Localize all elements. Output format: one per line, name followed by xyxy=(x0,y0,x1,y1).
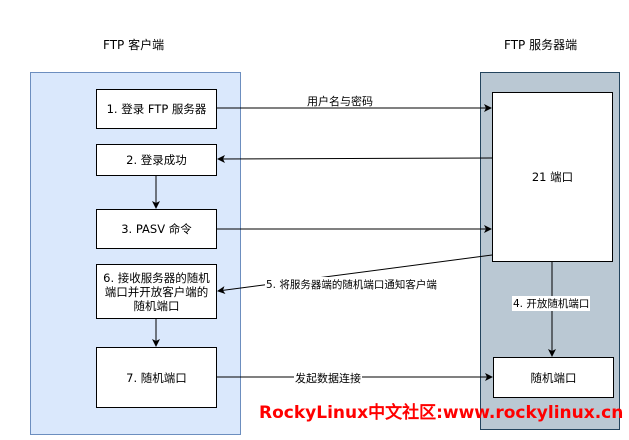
client-title: FTP 客户端 xyxy=(103,38,165,52)
node-label: 21 端口 xyxy=(531,170,574,184)
edge-label-data-connection: 发起数据连接 xyxy=(294,370,362,386)
step-client-random-port[interactable]: 7. 随机端口 xyxy=(96,347,217,408)
edge-login-success xyxy=(217,154,493,163)
server-random-port[interactable]: 随机端口 xyxy=(493,357,614,398)
watermark-text: RockyLinux中文社区:www.rockylinux.cn xyxy=(259,403,624,423)
step-label: 2. 登录成功 xyxy=(126,153,187,167)
step-label: 7. 随机端口 xyxy=(126,370,187,385)
step-pasv-command[interactable]: 3. PASV 命令 xyxy=(96,209,217,249)
server-port-21[interactable]: 21 端口 xyxy=(492,92,613,262)
step-receive-random-port[interactable]: 6. 接收服务器的随机端口并开放客户端的随机端口 xyxy=(96,264,217,319)
step-label: 3. PASV 命令 xyxy=(121,222,192,236)
node-label: 随机端口 xyxy=(530,370,577,385)
step-login-ftp-server[interactable]: 1. 登录 FTP 服务器 xyxy=(96,89,217,129)
edge-label-credentials: 用户名与密码 xyxy=(307,95,373,108)
step-label: 6. 接收服务器的随机端口并开放客户端的随机端口 xyxy=(103,270,210,313)
edge-label-notify-client: 5. 将服务器端的随机端口通知客户端 xyxy=(265,277,438,292)
edge-label-open-random-port: 4. 开放随机端口 xyxy=(512,296,591,311)
server-title: FTP 服务器端 xyxy=(504,38,578,52)
step-label: 1. 登录 FTP 服务器 xyxy=(106,102,207,116)
step-login-success[interactable]: 2. 登录成功 xyxy=(96,144,217,176)
